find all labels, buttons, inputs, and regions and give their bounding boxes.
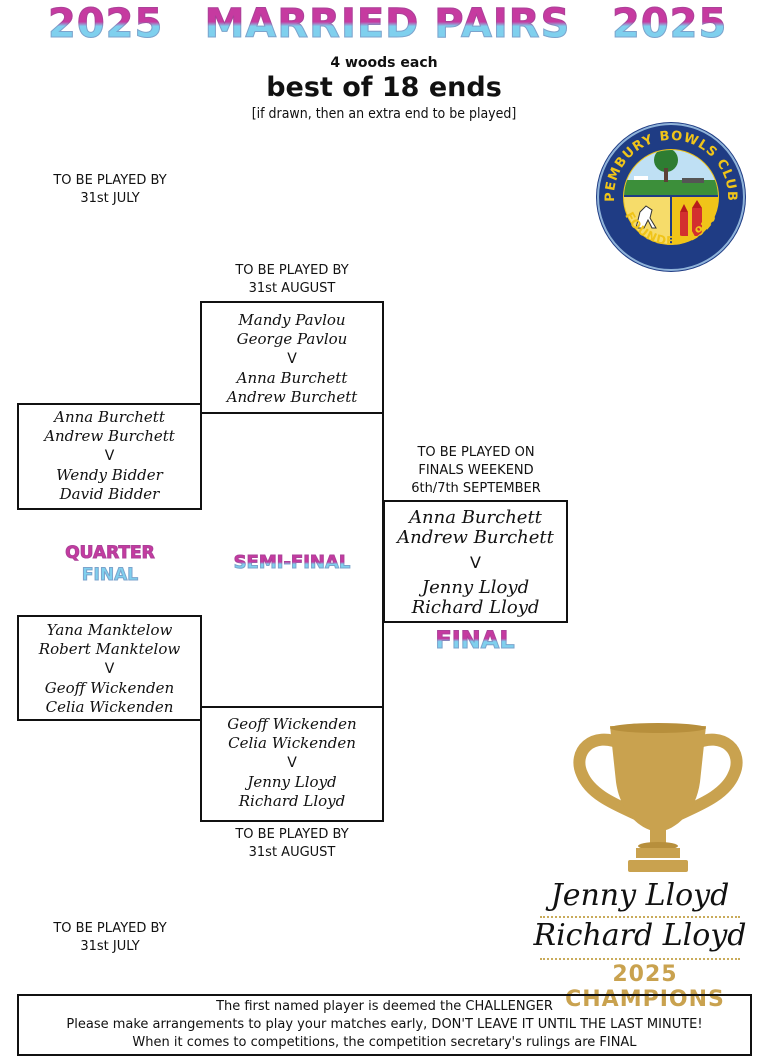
deadline-qf-top: TO BE PLAYED BY 31st JULY xyxy=(30,172,190,208)
match-sf-top: Mandy Pavlou George Pavlou V Anna Burche… xyxy=(200,301,384,414)
versus-text: V xyxy=(104,661,115,677)
versus-text: V xyxy=(470,553,481,572)
deadline-sf-top: TO BE PLAYED BY 31st AUGUST xyxy=(212,262,372,298)
label-line: FINAL xyxy=(81,565,139,586)
match-sf-bottom: Geoff Wickenden Celia Wickenden V Jenny … xyxy=(200,706,384,822)
versus-text: V xyxy=(287,755,297,771)
ends-text: best of 18 ends xyxy=(266,72,502,103)
footer-notice: The first named player is deemed the CHA… xyxy=(17,994,752,1056)
player-name: Mandy Pavlou xyxy=(238,311,346,329)
deadline-line: 31st JULY xyxy=(80,191,140,206)
player-name: Geoff Wickenden xyxy=(227,715,357,733)
versus-text: V xyxy=(104,448,115,464)
player-name: Geoff Wickenden xyxy=(44,679,175,697)
deadline-sf-bottom: TO BE PLAYED BY 31st AUGUST xyxy=(212,826,372,862)
match-qf-bottom: Yana Manktelow Robert Manktelow V Geoff … xyxy=(17,615,202,721)
label-final: FINAL xyxy=(400,626,550,655)
footer-line: The first named player is deemed the CHA… xyxy=(216,999,553,1014)
player-name: Robert Manktelow xyxy=(38,640,181,658)
page-title: MARRIED PAIRS xyxy=(195,2,580,47)
champion-name-1: Jenny Lloyd xyxy=(550,878,730,913)
title-year-left: 2025 xyxy=(48,1,164,47)
deadline-line: TO BE PLAYED ON xyxy=(417,445,535,460)
player-name: Richard Lloyd xyxy=(238,792,346,810)
player-name: George Pavlou xyxy=(236,330,348,348)
player-name: Celia Wickenden xyxy=(45,698,174,716)
deadline-line: TO BE PLAYED BY xyxy=(235,827,349,842)
club-logo-graphic: PEMBURY BOWLS CLUB FOUNDED 1929 xyxy=(596,122,746,272)
deadline-line: TO BE PLAYED BY xyxy=(235,263,349,278)
label-semi-final: SEMI-FINAL xyxy=(210,552,374,574)
champions-caption: 2025 CHAMPIONS xyxy=(565,962,725,1012)
player-name: Jenny Lloyd xyxy=(247,773,337,791)
footer-line: Please make arrangements to play your ma… xyxy=(66,1017,703,1032)
deadline-line: FINALS WEEKEND xyxy=(418,463,534,478)
champion-name-2: Richard Lloyd xyxy=(533,918,747,953)
player-name: Anna Burchett xyxy=(54,408,165,426)
versus-text: V xyxy=(287,351,297,367)
champion-divider xyxy=(540,916,740,918)
drawn-rule-text: [if drawn, then an extra end to be playe… xyxy=(251,106,517,122)
deadline-qf-bottom: TO BE PLAYED BY 31st JULY xyxy=(30,920,190,956)
deadline-line: 31st AUGUST xyxy=(248,281,336,296)
match-qf-top: Anna Burchett Andrew Burchett V Wendy Bi… xyxy=(17,403,202,510)
player-name: Andrew Burchett xyxy=(226,388,358,406)
deadline-line: TO BE PLAYED BY xyxy=(53,173,167,188)
woods-text: 4 woods each xyxy=(330,55,438,71)
player-name: Andrew Burchett xyxy=(397,527,554,548)
club-logo: PEMBURY BOWLS CLUB FOUNDED 1929 xyxy=(594,120,748,274)
player-name: David Bidder xyxy=(59,485,160,503)
player-name: Celia Wickenden xyxy=(228,734,356,752)
player-name: Richard Lloyd xyxy=(411,597,540,618)
player-name: Yana Manktelow xyxy=(46,621,173,639)
player-name: Anna Burchett xyxy=(409,507,542,528)
footer-line: When it comes to competitions, the compe… xyxy=(132,1035,637,1050)
player-name: Anna Burchett xyxy=(236,369,348,387)
trophy-icon xyxy=(570,722,746,874)
label-line: QUARTER xyxy=(65,543,156,564)
player-name: Andrew Burchett xyxy=(44,427,175,445)
label-quarter-final: QUARTER FINAL xyxy=(40,542,180,586)
deadline-line: 31st JULY xyxy=(80,939,140,954)
match-final: Anna Burchett Andrew Burchett V Jenny Ll… xyxy=(383,500,568,623)
champion-divider xyxy=(540,958,740,960)
player-name: Wendy Bidder xyxy=(56,466,163,484)
title-year-right: 2025 xyxy=(612,1,728,47)
deadline-line: 6th/7th SEPTEMBER xyxy=(411,481,541,496)
deadline-line: TO BE PLAYED BY xyxy=(53,921,167,936)
deadline-line: 31st AUGUST xyxy=(248,845,336,860)
deadline-final: TO BE PLAYED ON FINALS WEEKEND 6th/7th S… xyxy=(386,444,566,498)
player-name: Jenny Lloyd xyxy=(421,577,530,598)
